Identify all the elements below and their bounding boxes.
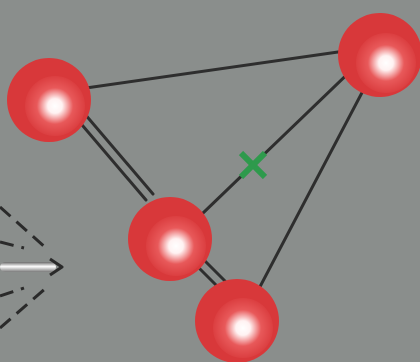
- x-marker-icon: [238, 150, 268, 180]
- bonds: [69, 48, 368, 302]
- arrow-head-icon: [49, 257, 64, 277]
- aim-guide-lines: [0, 205, 47, 330]
- atom-top-left[interactable]: [7, 58, 91, 142]
- bond-top-left-top-right[interactable]: [70, 48, 354, 92]
- atoms: [7, 13, 420, 362]
- atom-middle[interactable]: [128, 197, 212, 281]
- bond-top-left-middle[interactable]: [69, 104, 155, 202]
- atom-top-right[interactable]: [338, 13, 420, 97]
- aim-cursor[interactable]: [0, 205, 64, 330]
- bond-top-right-bottom[interactable]: [251, 83, 368, 302]
- arrow-shaft: [0, 262, 56, 272]
- bond-top-right-middle[interactable]: [200, 60, 362, 216]
- atom-bottom[interactable]: [195, 279, 279, 362]
